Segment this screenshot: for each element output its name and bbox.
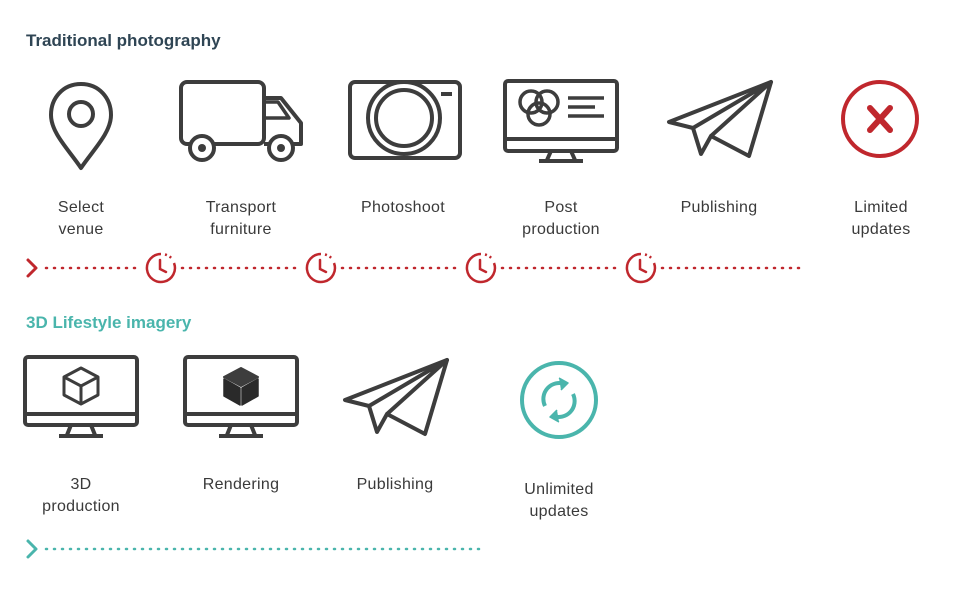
label-select-venue: Select venue [57,199,105,238]
traditional-timeline [26,252,808,284]
paper-plane-icon [667,80,773,158]
x-circle-icon [841,80,919,158]
step-select-venue [11,78,151,173]
chevron-right-icon [26,539,38,559]
location-pin-icon [49,82,113,170]
label-transport-furniture: Transport furniture [205,199,277,238]
label-photoshoot: Photoshoot [361,199,445,216]
step-3d-production [11,354,151,444]
step-post-production [491,78,631,173]
step-rendering [171,354,311,444]
label-publishing-traditional: Publishing [680,199,758,216]
step-unlimited-updates [489,358,629,448]
step-photoshoot [334,74,474,169]
3d-lifestyle-imagery-title: 3D Lifestyle imagery [26,313,192,332]
label-publishing-3d: Publishing [356,476,434,493]
label-limited-updates: Limited updates [851,199,911,238]
label-unlimited-updates: Unlimited updates [524,481,594,520]
step-transport-furniture [171,78,311,173]
label-post-production: Post production [522,199,600,238]
monitor-cube-solid-icon [183,355,299,438]
clock-icon [145,252,177,284]
step-publishing-traditional [649,78,789,173]
label-rendering: Rendering [202,476,280,493]
clock-icon [305,252,337,284]
clock-icon [625,252,657,284]
truck-icon [179,80,303,162]
step-limited-updates [810,78,950,173]
lifestyle-timeline [26,539,486,559]
clock-icon [465,252,497,284]
paper-plane-icon [343,358,449,436]
monitor-color-circles-icon [503,79,619,163]
step-publishing-3d [325,356,465,446]
chevron-right-icon [26,258,38,278]
refresh-cycle-icon [520,361,598,439]
camera-icon [348,80,462,160]
label-3d-production: 3D production [42,476,120,515]
traditional-photography-title: Traditional photography [26,31,221,50]
monitor-cube-outline-icon [23,355,139,438]
